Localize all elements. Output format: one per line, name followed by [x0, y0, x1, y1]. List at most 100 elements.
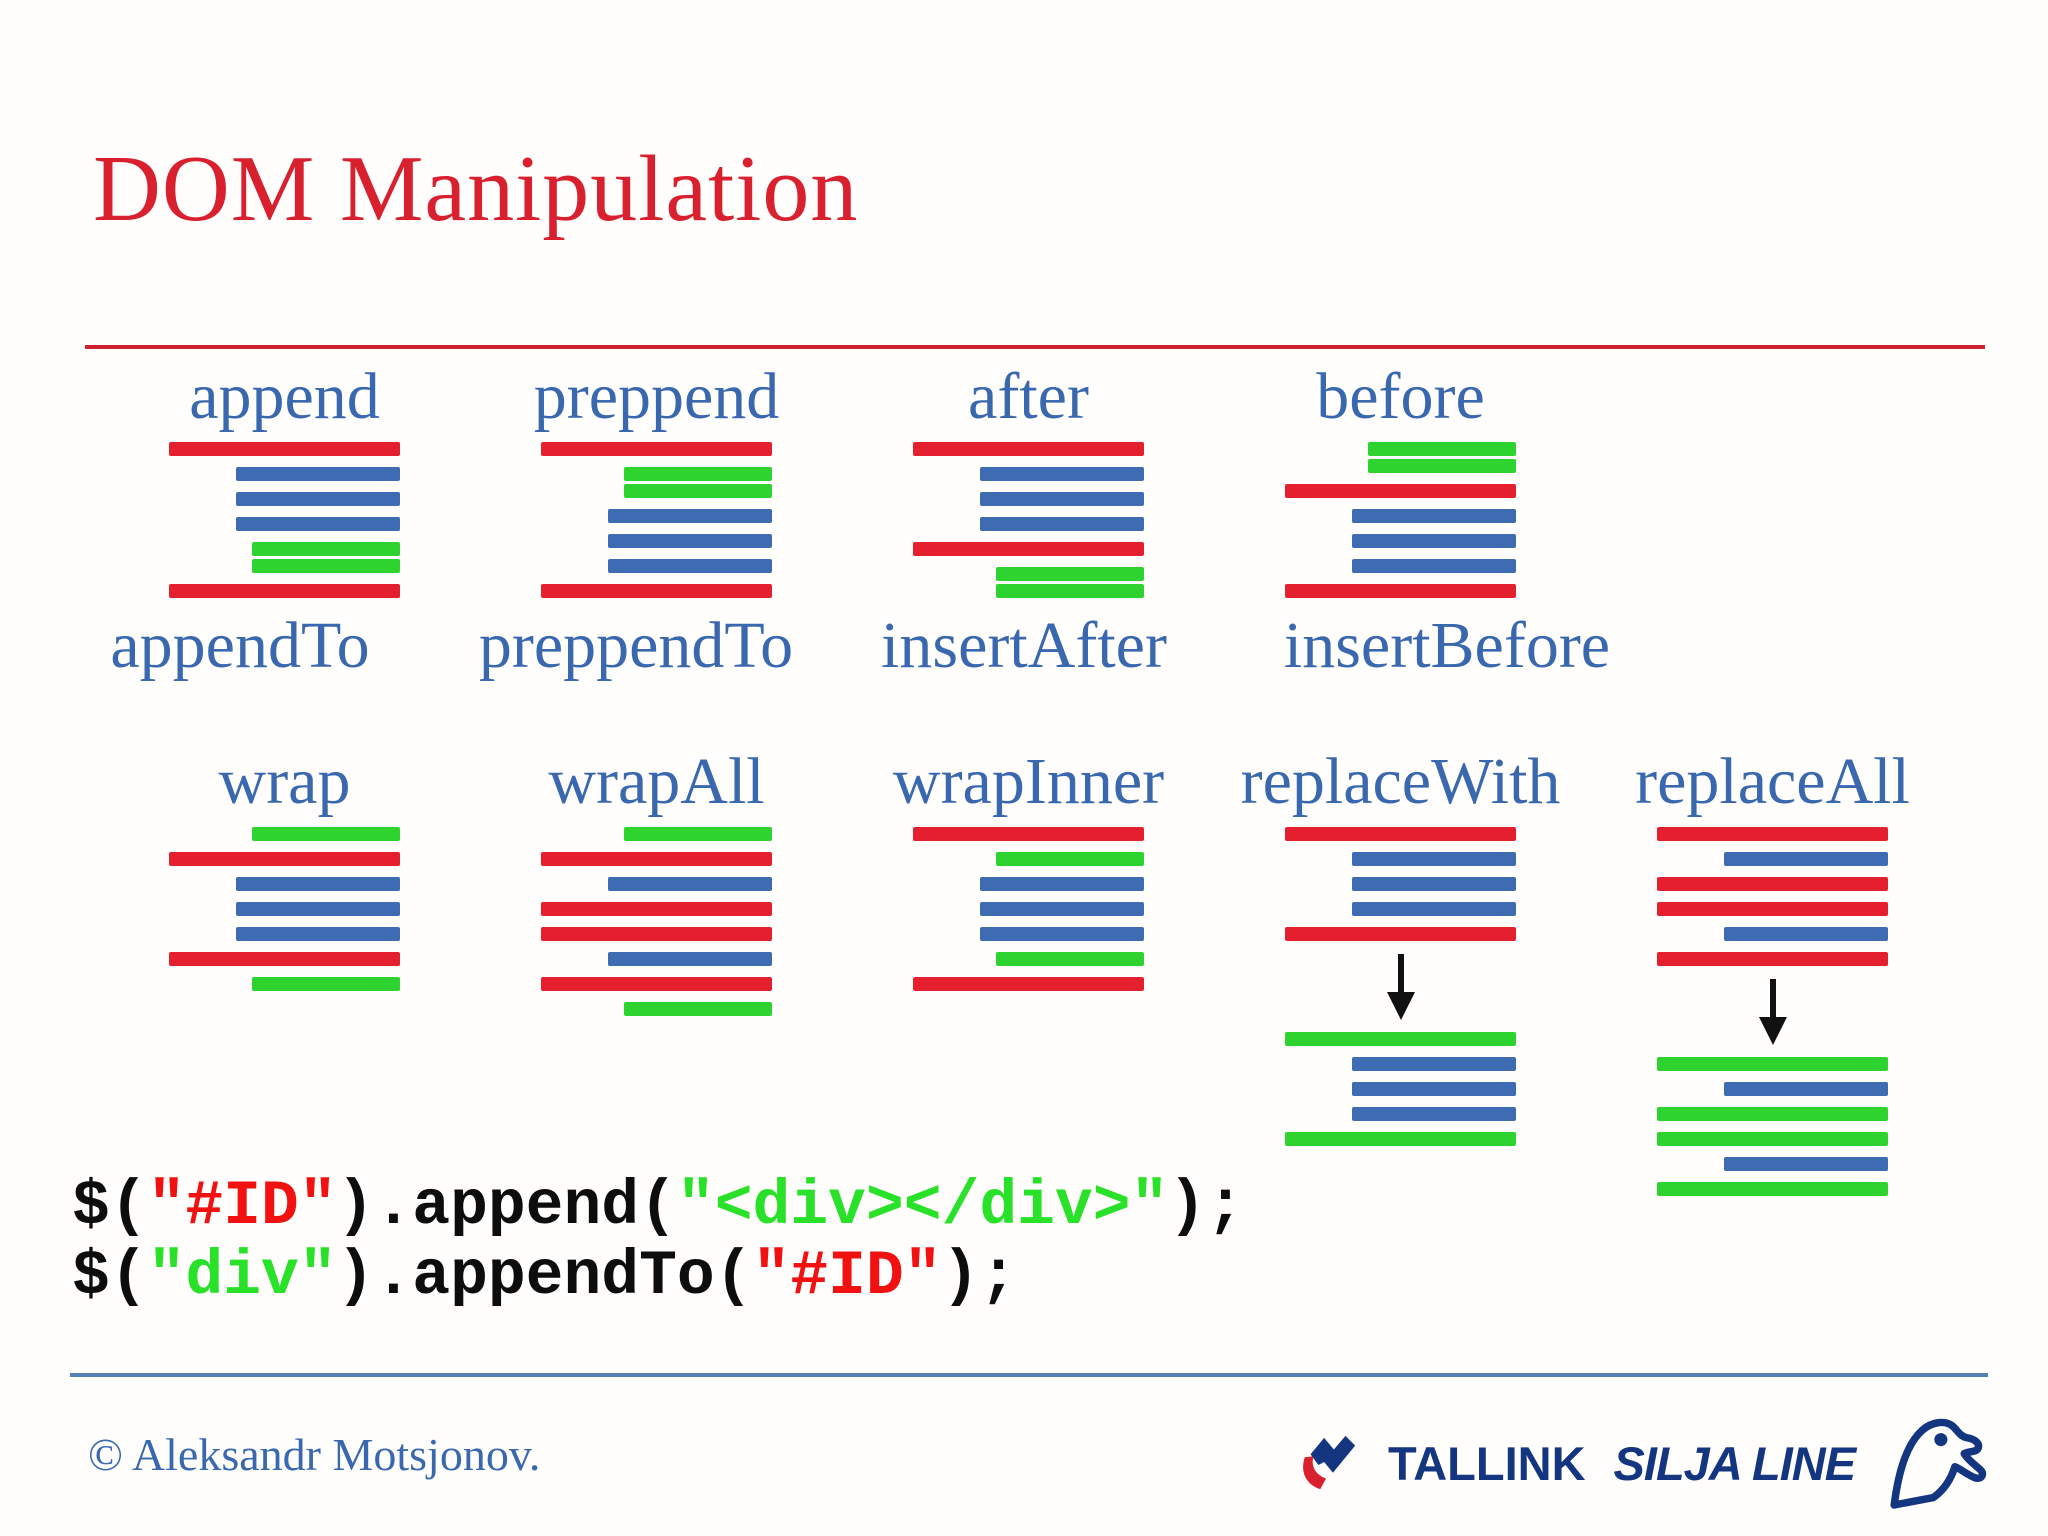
- tallink-wave-mark-icon: [1298, 1432, 1360, 1494]
- red-bar: [1285, 826, 1516, 841]
- method-label-append: append: [189, 360, 380, 433]
- blue-bar: [607, 876, 772, 891]
- blue-bar: [979, 926, 1144, 941]
- method-column-after: after: [913, 360, 1144, 609]
- method-row-1-sublabels: appendTo preppendTo insertAfter insertBefor…: [0, 608, 2048, 688]
- blue-bar: [607, 951, 772, 966]
- blue-bar: [979, 876, 1144, 891]
- diagram-wrap: [169, 826, 400, 1002]
- footer-divider: [70, 1373, 1988, 1377]
- method-label-preppendTo: preppendTo: [478, 609, 794, 682]
- green-bar: [996, 583, 1144, 598]
- method-column-wrap: wrap: [169, 745, 400, 1207]
- method-column-preppend: preppend: [534, 360, 779, 609]
- method-label-after: after: [968, 360, 1089, 433]
- green-bar: [1368, 441, 1516, 456]
- red-bar: [169, 583, 400, 598]
- diagram-append: [169, 441, 400, 609]
- method-label-appendTo: appendTo: [110, 609, 370, 682]
- blue-bar: [1351, 1056, 1516, 1071]
- copyright-text: © Aleksandr Motsjonov.: [88, 1429, 541, 1480]
- red-bar: [541, 901, 772, 916]
- red-bar: [1657, 826, 1888, 841]
- code-line: $("div").appendTo("#ID");: [72, 1242, 1244, 1312]
- green-bar: [624, 483, 772, 498]
- green-bar: [1285, 1031, 1516, 1046]
- diagram-replaceAll-after: [1657, 1056, 1888, 1207]
- blue-bar: [235, 926, 400, 941]
- red-bar: [169, 441, 400, 456]
- blue-bar: [1351, 876, 1516, 891]
- diagram-wrapInner: [913, 826, 1144, 1002]
- blue-bar: [1351, 851, 1516, 866]
- seal-head-icon: [1883, 1417, 1995, 1509]
- diagram-preppend: [541, 441, 772, 609]
- method-label-insertAfter: insertAfter: [881, 609, 1167, 682]
- green-bar: [624, 466, 772, 481]
- method-column-before: before: [1285, 360, 1516, 609]
- code-token: "#ID": [147, 1171, 337, 1242]
- code-token: "#ID": [752, 1241, 942, 1312]
- blue-bar: [607, 508, 772, 523]
- red-bar: [1657, 901, 1888, 916]
- code-token: ).append(: [336, 1171, 677, 1242]
- blue-bar: [1723, 851, 1888, 866]
- code-sample: $("#ID").append("<div></div>");$("div").…: [72, 1172, 1244, 1312]
- code-token: $(: [72, 1171, 148, 1242]
- blue-bar: [1351, 1081, 1516, 1096]
- method-column-wrapInner: wrapInner: [893, 745, 1164, 1207]
- red-bar: [1285, 583, 1516, 598]
- diagram-replaceWith-after: [1285, 1031, 1516, 1157]
- method-row-2: wrap wrapAll wrapInner replaceWith replaceAl…: [169, 745, 1910, 1207]
- blue-bar: [1351, 508, 1516, 523]
- blue-bar: [1351, 901, 1516, 916]
- red-bar: [541, 583, 772, 598]
- green-bar: [996, 566, 1144, 581]
- method-row-1: append preppend after before: [169, 360, 1516, 609]
- red-bar: [541, 976, 772, 991]
- diagram-before: [1285, 441, 1516, 609]
- footer-logos: TALLINK SILJA LINE: [1298, 1408, 1995, 1518]
- method-label-wrapInner: wrapInner: [892, 745, 1165, 818]
- red-bar: [169, 951, 400, 966]
- method-label-replaceWith: replaceWith: [1240, 745, 1561, 818]
- code-token: );: [941, 1241, 1018, 1312]
- blue-bar: [979, 901, 1144, 916]
- blue-bar: [235, 876, 400, 891]
- red-bar: [169, 851, 400, 866]
- method-label-preppend: preppend: [533, 360, 780, 433]
- blue-bar: [1351, 533, 1516, 548]
- blue-bar: [1351, 1106, 1516, 1121]
- title-divider: [85, 345, 1985, 349]
- green-bar: [1657, 1181, 1888, 1196]
- page-title: DOM Manipulation: [93, 137, 859, 241]
- method-column-wrapAll: wrapAll: [541, 745, 772, 1207]
- blue-bar: [979, 491, 1144, 506]
- blue-bar: [607, 558, 772, 573]
- code-token: "div": [147, 1241, 337, 1312]
- blue-bar: [1723, 1081, 1888, 1096]
- diagram-replaceWith-before: [1285, 826, 1516, 952]
- red-bar: [1657, 876, 1888, 891]
- silja-line-logo-text: SILJA LINE: [1613, 1436, 1857, 1490]
- arrow-down-icon: [1657, 978, 1888, 1045]
- method-column-replaceAll: replaceAll: [1635, 745, 1910, 1207]
- green-bar: [624, 1001, 772, 1016]
- green-bar: [996, 851, 1144, 866]
- red-bar: [913, 541, 1144, 556]
- green-bar: [1657, 1056, 1888, 1071]
- red-bar: [541, 851, 772, 866]
- red-bar: [541, 441, 772, 456]
- red-bar: [541, 926, 772, 941]
- blue-bar: [1351, 558, 1516, 573]
- method-label-wrap: wrap: [218, 745, 351, 818]
- blue-bar: [235, 901, 400, 916]
- code-token: ).appendTo(: [336, 1241, 753, 1312]
- blue-bar: [235, 516, 400, 531]
- blue-bar: [1723, 926, 1888, 941]
- code-token: "<div></div>": [676, 1171, 1169, 1242]
- red-bar: [1657, 951, 1888, 966]
- arrow-down-icon: [1285, 953, 1516, 1020]
- method-label-insertBefore: insertBefore: [1283, 609, 1611, 682]
